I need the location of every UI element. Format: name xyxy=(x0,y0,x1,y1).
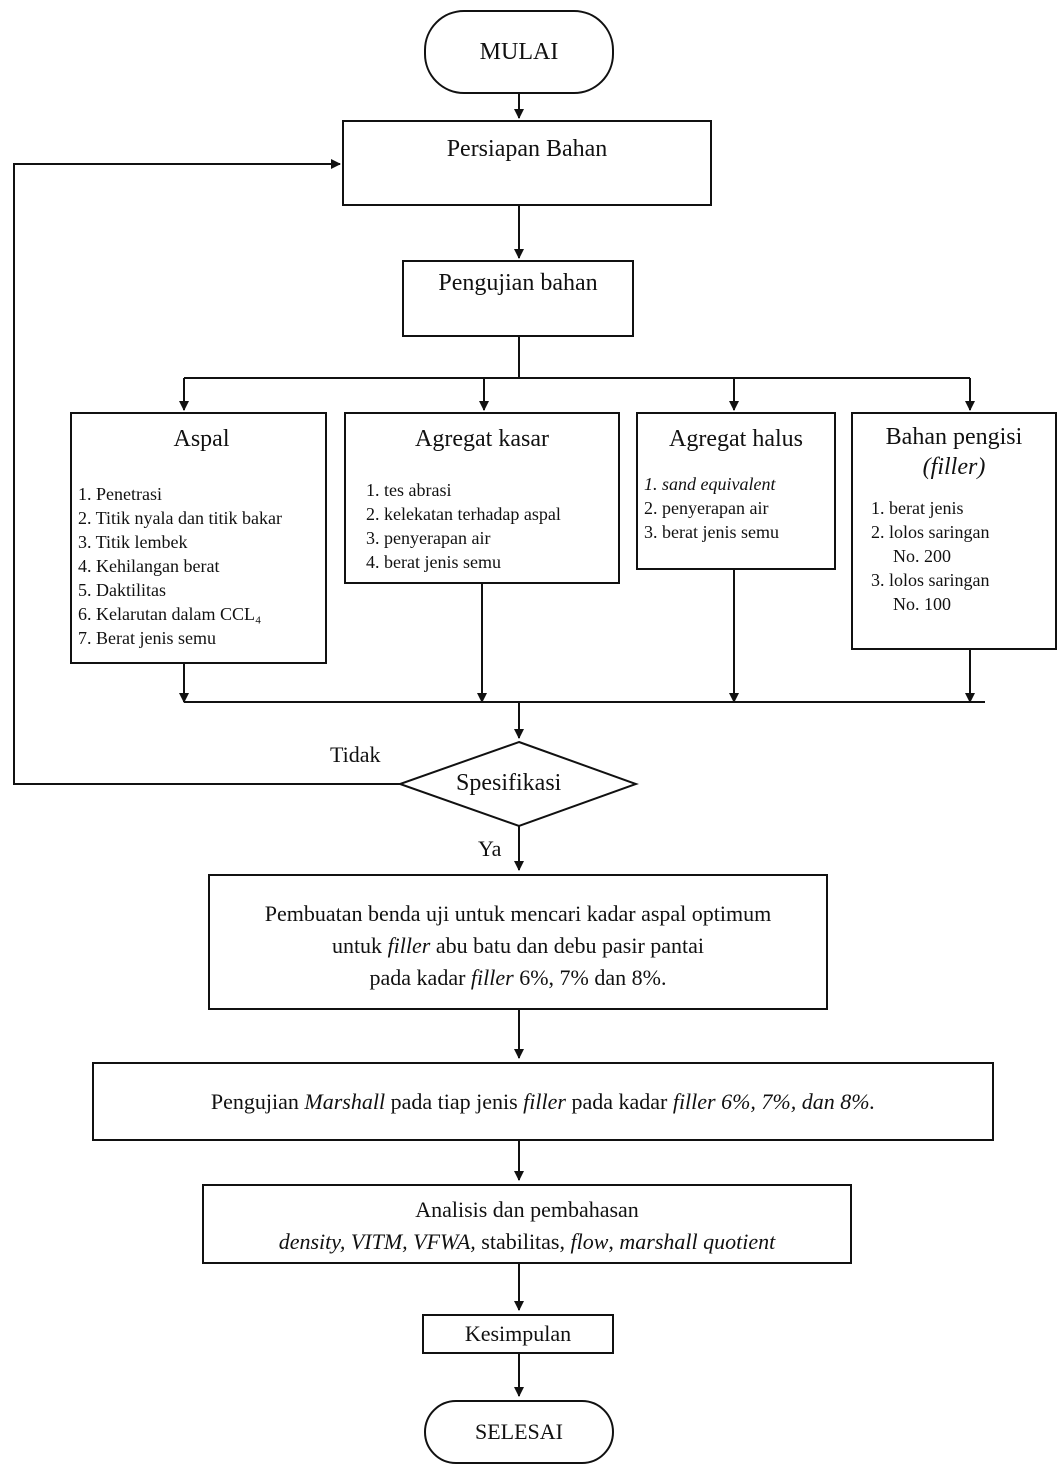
analysis-line1: Analisis dan pembahasan xyxy=(415,1197,639,1222)
list-item: 3. lolos saringan xyxy=(871,570,990,590)
filler-box: Bahan pengisi (filler) 1. berat jenis 2.… xyxy=(851,412,1057,650)
specimen-line2: untuk filler abu batu dan debu pasir pan… xyxy=(210,930,826,962)
conclusion-label: Kesimpulan xyxy=(464,1321,572,1346)
text-run: pada kadar xyxy=(565,1088,673,1114)
list-item: 1. berat jenis xyxy=(871,498,964,518)
filler-list: 1. berat jenis 2. lolos saringan No. 200… xyxy=(871,496,1055,616)
list-item: 2. kelekatan terhadap aspal xyxy=(366,504,561,524)
test-box: Pengujian bahan xyxy=(402,260,634,337)
list-item: 3. Titik lembek xyxy=(78,532,188,552)
specimen-box: Pembuatan benda uji untuk mencari kadar … xyxy=(208,874,828,1010)
yes-label: Ya xyxy=(478,836,502,861)
analysis-box: Analisis dan pembahasan density, VITM, V… xyxy=(202,1184,852,1264)
kasar-list: 1. tes abrasi 2. kelekatan terhadap aspa… xyxy=(366,478,618,574)
prep-label: Persiapan Bahan xyxy=(446,136,608,162)
text-run: density, VITM, VFWA, xyxy=(278,1229,476,1254)
text-run: untuk xyxy=(331,933,388,958)
text-run: abu batu dan debu pasir pantai xyxy=(430,933,705,958)
list-item: 2. lolos saringan xyxy=(871,522,990,542)
halus-list: 1. sand equivalent 2. penyerapan air 3. … xyxy=(644,472,834,544)
list-item: 3. berat jenis semu xyxy=(644,522,779,542)
start-label: MULAI xyxy=(479,38,559,65)
text-run: Pengujian xyxy=(210,1088,305,1114)
text-run: pada kadar xyxy=(369,965,471,990)
specimen-line3: pada kadar filler 6%, 7% dan 8%. xyxy=(210,962,826,994)
text-run: flow xyxy=(570,1229,609,1254)
end-terminal: SELESAI xyxy=(424,1400,614,1464)
analysis-line2: density, VITM, VFWA, stabilitas, flow, m… xyxy=(204,1226,850,1258)
halus-title: Agregat halus xyxy=(669,426,803,452)
list-item: 1. Penetrasi xyxy=(78,484,162,504)
filler-title: Bahan pengisi xyxy=(885,424,1023,450)
text-run: filler 6%, 7%, dan 8%. xyxy=(672,1088,876,1114)
marshall-box: Pengujian Marshall pada tiap jenis fille… xyxy=(92,1062,994,1141)
no-label: Tidak xyxy=(330,742,381,767)
list-item: 1. sand equivalent xyxy=(644,474,776,494)
list-item: 4. Kehilangan berat xyxy=(78,556,220,576)
text-run: filler xyxy=(523,1088,566,1114)
list-item: 4. berat jenis semu xyxy=(366,552,501,572)
list-item: 7. Berat jenis semu xyxy=(78,628,216,648)
text-run: 6%, 7% dan 8%. xyxy=(513,965,667,990)
list-item: 5. Daktilitas xyxy=(78,580,166,600)
text-run: filler xyxy=(387,933,431,958)
kasar-title: Agregat kasar xyxy=(415,426,549,452)
prep-box: Persiapan Bahan xyxy=(342,120,712,206)
text-run: marshall quotient xyxy=(619,1229,776,1254)
marshall-text: Pengujian Marshall pada tiap jenis fille… xyxy=(211,1089,875,1115)
aspal-box: Aspal 1. Penetrasi 2. Titik nyala dan ti… xyxy=(70,412,327,664)
list-item: 1. tes abrasi xyxy=(366,480,452,500)
aspal-title: Aspal xyxy=(173,426,230,452)
decision-label: Spesifikasi xyxy=(456,770,562,796)
list-item: 6. Kelarutan dalam CCL₄ xyxy=(78,604,262,624)
loop-back-no xyxy=(13,159,400,785)
text-run: filler xyxy=(470,965,514,990)
text-run: pada tiap jenis xyxy=(385,1088,524,1114)
aspal-list: 1. Penetrasi 2. Titik nyala dan titik ba… xyxy=(78,482,325,650)
text-run: Marshall xyxy=(304,1088,386,1114)
halus-box: Agregat halus 1. sand equivalent 2. peny… xyxy=(636,412,836,570)
filler-subtitle: (filler) xyxy=(922,454,986,480)
test-label: Pengujian bahan xyxy=(438,270,598,296)
text-run: , xyxy=(608,1229,620,1254)
start-terminal: MULAI xyxy=(424,10,614,94)
list-item: 2. Titik nyala dan titik bakar xyxy=(78,508,282,528)
list-item: No. 100 xyxy=(893,594,951,614)
conclusion-box: Kesimpulan xyxy=(422,1314,614,1354)
list-item: 2. penyerapan air xyxy=(644,498,769,518)
end-label: SELESAI xyxy=(475,1419,563,1444)
list-item: No. 200 xyxy=(893,546,951,566)
kasar-box: Agregat kasar 1. tes abrasi 2. kelekatan… xyxy=(344,412,620,584)
text-run: stabilitas, xyxy=(475,1229,571,1254)
list-item: 3. penyerapan air xyxy=(366,528,491,548)
specimen-line1: Pembuatan benda uji untuk mencari kadar … xyxy=(264,901,772,926)
